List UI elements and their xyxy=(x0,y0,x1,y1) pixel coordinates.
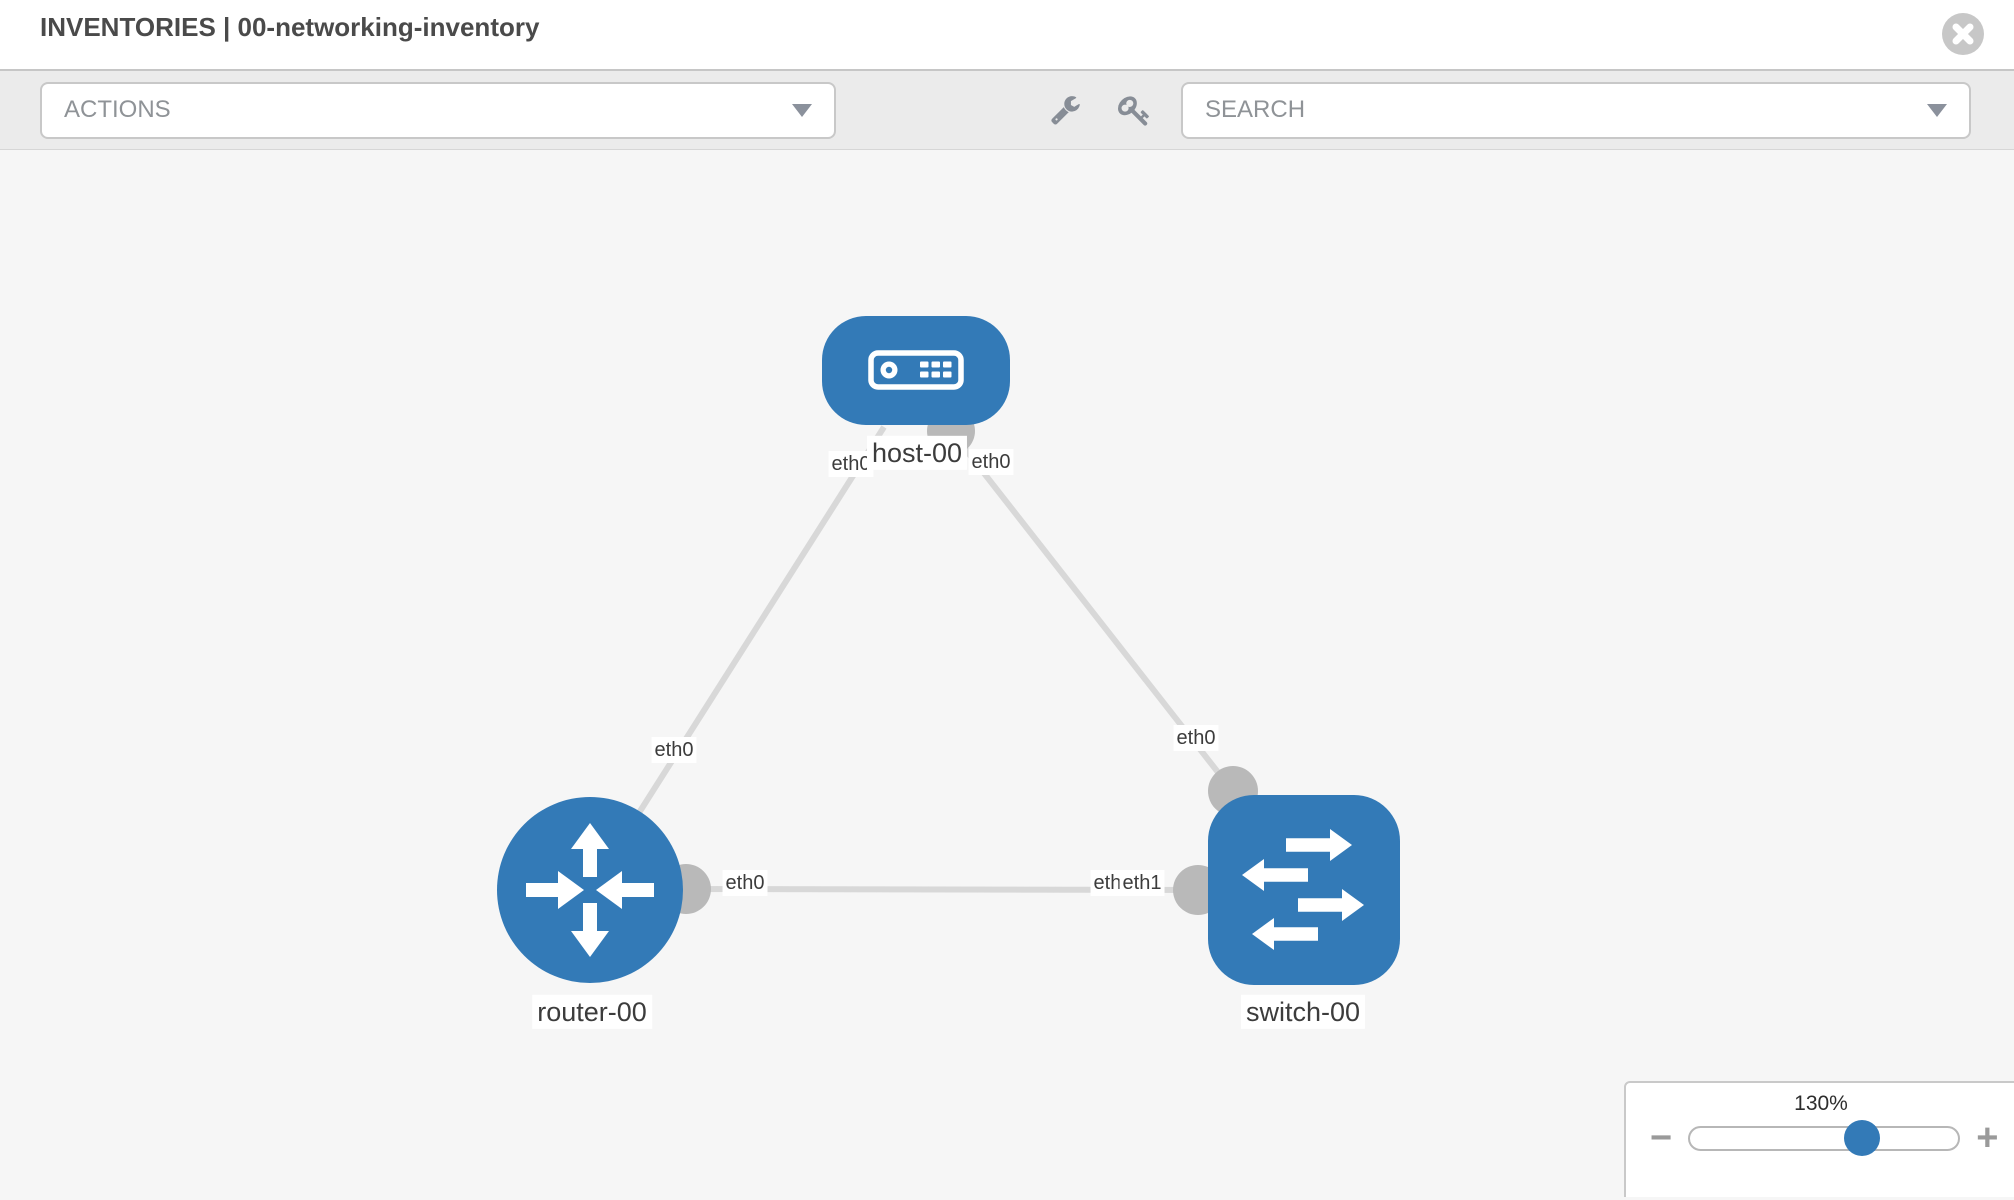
router-icon xyxy=(526,823,654,957)
node-label-host-00: host-00 xyxy=(866,435,968,471)
interface-label: eth0 xyxy=(651,737,697,763)
wrench-button[interactable] xyxy=(1051,95,1082,126)
interface-label: eth0 xyxy=(1173,725,1219,751)
actions-dropdown-label: ACTIONS xyxy=(64,96,171,123)
node-host-00[interactable] xyxy=(822,315,1010,425)
node-label-switch-00: switch-00 xyxy=(1240,994,1366,1030)
zoom-in-button[interactable]: + xyxy=(1976,1117,1999,1159)
actions-dropdown[interactable]: ACTIONS xyxy=(40,81,836,139)
zoom-out-button[interactable]: − xyxy=(1650,1117,1673,1159)
search-dropdown[interactable]: SEARCH xyxy=(1181,81,1971,139)
page-title: INVENTORIES | 00-networking-inventory xyxy=(40,12,540,42)
interface-label: eth0 xyxy=(722,870,768,896)
zoom-slider-track[interactable] xyxy=(1688,1120,1961,1156)
chevron-down-icon xyxy=(1927,103,1947,117)
link-host-00-switch-00 xyxy=(948,429,1263,828)
close-button[interactable] xyxy=(1942,13,1984,55)
chevron-down-icon xyxy=(792,103,812,117)
node-router-00[interactable] xyxy=(497,797,683,983)
zoom-panel: 130% − + xyxy=(1624,1081,2014,1197)
search-dropdown-label: SEARCH xyxy=(1205,96,1306,123)
switch-icon xyxy=(1242,829,1364,950)
host-icon xyxy=(868,350,964,390)
key-icon xyxy=(1118,95,1149,126)
interface-label: eth0 xyxy=(828,451,874,477)
node-switch-00[interactable] xyxy=(1208,795,1400,985)
topology-links-layer xyxy=(587,407,1263,915)
toolbar: ACTIONS SEARCH xyxy=(0,71,2014,150)
zoom-slider-row: − + xyxy=(1650,1117,2014,1159)
topology-canvas[interactable]: 130% − + host-00 router-00 switch-00 eth0… xyxy=(0,150,2014,1197)
close-icon xyxy=(1952,23,1974,45)
credentials-button[interactable] xyxy=(1118,94,1151,127)
toolbar-icons xyxy=(1051,94,1151,127)
interface-label: eth0 xyxy=(968,449,1014,475)
header: INVENTORIES | 00-networking-inventory xyxy=(0,0,2014,71)
zoom-level: 130% xyxy=(1794,1092,1848,1115)
wrench-icon xyxy=(1051,95,1080,125)
interface-label: eth1 xyxy=(1119,870,1165,896)
node-label-router-00: router-00 xyxy=(532,994,652,1030)
zoom-slider-knob[interactable] xyxy=(1843,1120,1880,1156)
